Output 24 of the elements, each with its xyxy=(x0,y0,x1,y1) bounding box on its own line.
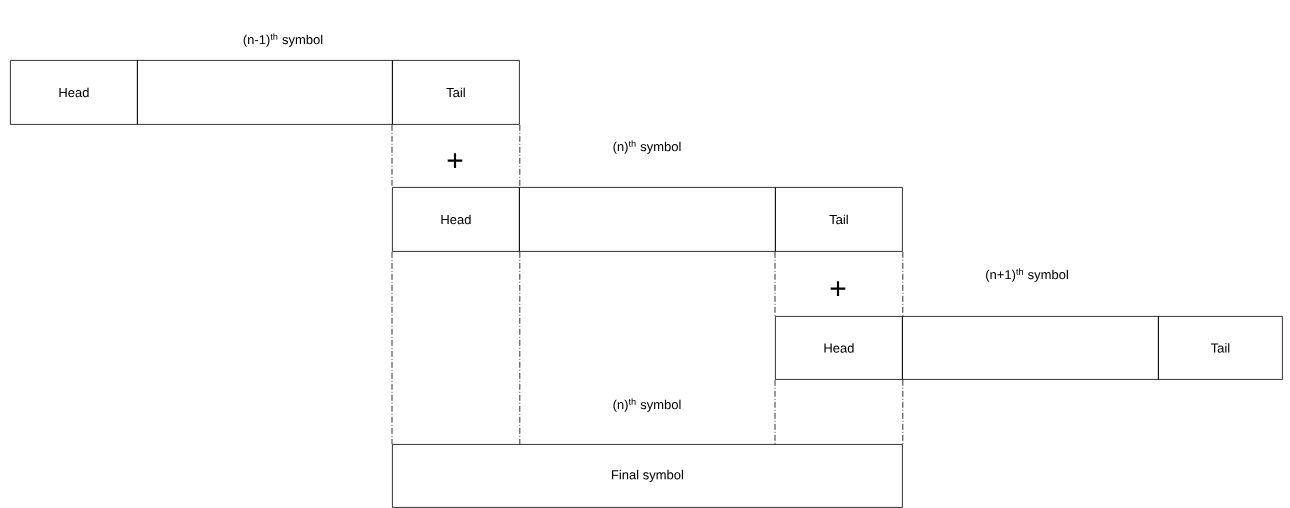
guide-line xyxy=(902,251,904,317)
symbol-label: (n-1)$^{th}$ symbol xyxy=(243,33,323,47)
guide-line xyxy=(391,124,393,188)
guide-line xyxy=(391,251,393,445)
segment-box: Tail xyxy=(775,187,903,252)
segment-box: Head xyxy=(392,187,520,252)
guide-line xyxy=(902,379,904,445)
segment-box: Head xyxy=(10,60,138,125)
segment-box xyxy=(137,60,393,125)
symbol-label: (n+1)$^{th}$ symbol xyxy=(986,268,1068,282)
symbol-box: Final symbol xyxy=(392,444,903,508)
segment-box xyxy=(902,316,1159,380)
guide-line xyxy=(519,124,521,188)
segment-box: Tail xyxy=(1158,316,1283,380)
segment-box: Tail xyxy=(392,60,520,125)
plus-sign: + xyxy=(830,281,846,296)
symbol-label: (n)$^{th}$ symbol xyxy=(613,398,681,412)
segment-box: Head xyxy=(775,316,903,380)
segment-box xyxy=(519,187,776,252)
guide-line xyxy=(519,251,521,445)
plus-sign: + xyxy=(447,153,463,168)
symbol-label: (n)$^{th}$ symbol xyxy=(613,140,681,154)
guide-line xyxy=(774,379,776,445)
guide-line xyxy=(774,251,776,317)
